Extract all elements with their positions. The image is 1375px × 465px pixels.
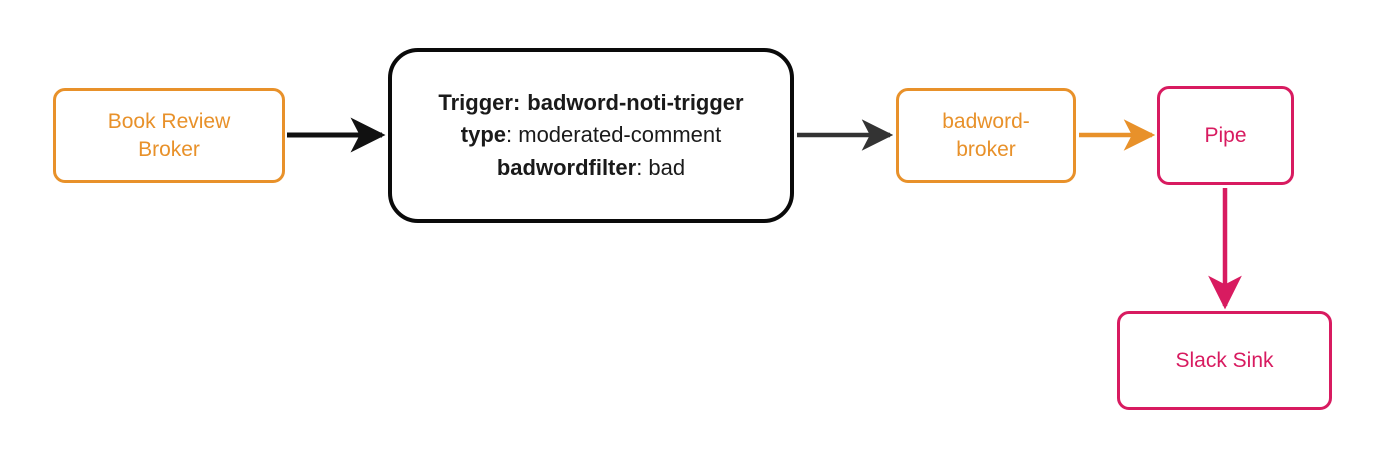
node-pipe[interactable]: Pipe — [1157, 86, 1294, 185]
trigger-line-trigger: Trigger:badword-noti-trigger — [438, 89, 743, 118]
trigger-line-badwordfilter-separator: : — [636, 154, 649, 180]
node-slack-sink-label: Slack Sink — [1175, 348, 1274, 372]
node-badword-noti-trigger[interactable]: Trigger:badword-noti-trigger type: moder… — [388, 48, 794, 223]
trigger-line-trigger-value: badword-noti-trigger — [527, 89, 744, 115]
node-badword-broker[interactable]: badword- broker — [896, 88, 1076, 183]
node-badword-broker-label: badword- broker — [942, 110, 1030, 161]
node-slack-sink[interactable]: Slack Sink — [1117, 311, 1332, 410]
trigger-line-type: type: moderated-comment — [461, 121, 721, 150]
node-book-review-broker-label: Book Review Broker — [107, 110, 231, 161]
trigger-line-badwordfilter-value: bad — [648, 154, 686, 180]
trigger-line-badwordfilter-key: badwordfilter — [496, 154, 637, 180]
trigger-line-badwordfilter: badwordfilter: bad — [497, 154, 685, 183]
trigger-line-type-value: moderated-comment — [518, 122, 722, 148]
trigger-line-type-separator: : — [506, 122, 519, 148]
trigger-line-trigger-key: Trigger: — [438, 89, 521, 115]
trigger-line-type-key: type — [460, 122, 507, 148]
node-book-review-broker[interactable]: Book Review Broker — [53, 88, 285, 183]
node-pipe-label: Pipe — [1204, 123, 1247, 147]
